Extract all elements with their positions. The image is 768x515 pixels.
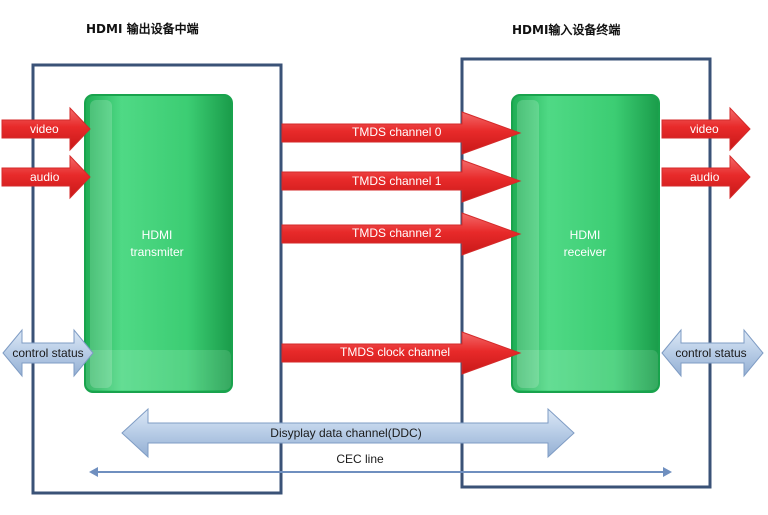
tmds-channel-0-label: TMDS channel 0 — [352, 125, 442, 139]
sink-device-frame — [460, 57, 712, 489]
source-device-frame — [31, 63, 283, 495]
hdmi-receiver-block: HDMI receiver — [511, 94, 660, 393]
audio-output-label: audio — [690, 170, 720, 184]
tmds-clock-channel-arrow: TMDS clock channel — [281, 331, 522, 375]
control-status-right-arrow: control status — [661, 328, 764, 378]
cec-line: CEC line — [89, 452, 672, 477]
control-status-right-label: control status — [675, 346, 746, 360]
tmds-channel-1-arrow: TMDS channel 1 — [281, 159, 522, 203]
tmds-channel-2-arrow: TMDS channel 2 — [281, 212, 522, 256]
cec-label: CEC line — [336, 452, 384, 466]
transmitter-label-line2: transmiter — [130, 245, 183, 259]
control-status-left-label: control status — [12, 346, 83, 360]
ddc-label: Disyplay data channel(DDC) — [270, 426, 421, 440]
audio-input-arrow: audio — [1, 154, 91, 200]
tmds-channel-0-arrow: TMDS channel 0 — [281, 111, 522, 155]
sink-device-title: HDMI输入设备终端 — [512, 23, 621, 37]
audio-input-label: audio — [30, 170, 60, 184]
tmds-channel-1-label: TMDS channel 1 — [352, 174, 442, 188]
ddc-arrow: Disyplay data channel(DDC) — [121, 407, 575, 459]
receiver-label-line1: HDMI — [570, 228, 601, 242]
hdmi-transmitter-block: HDMI transmiter — [84, 94, 233, 393]
transmitter-label-line1: HDMI — [142, 228, 173, 242]
video-output-arrow: video — [661, 106, 751, 152]
receiver-label-line2: receiver — [564, 245, 607, 259]
tmds-channel-2-label: TMDS channel 2 — [352, 226, 442, 240]
tmds-clock-channel-label: TMDS clock channel — [340, 345, 450, 359]
control-status-left-arrow: control status — [2, 328, 94, 378]
video-input-label: video — [30, 122, 59, 136]
video-input-arrow: video — [1, 106, 91, 152]
video-output-label: video — [690, 122, 719, 136]
source-device-title: HDMI 输出设备中端 — [86, 22, 199, 36]
audio-output-arrow: audio — [661, 154, 751, 200]
